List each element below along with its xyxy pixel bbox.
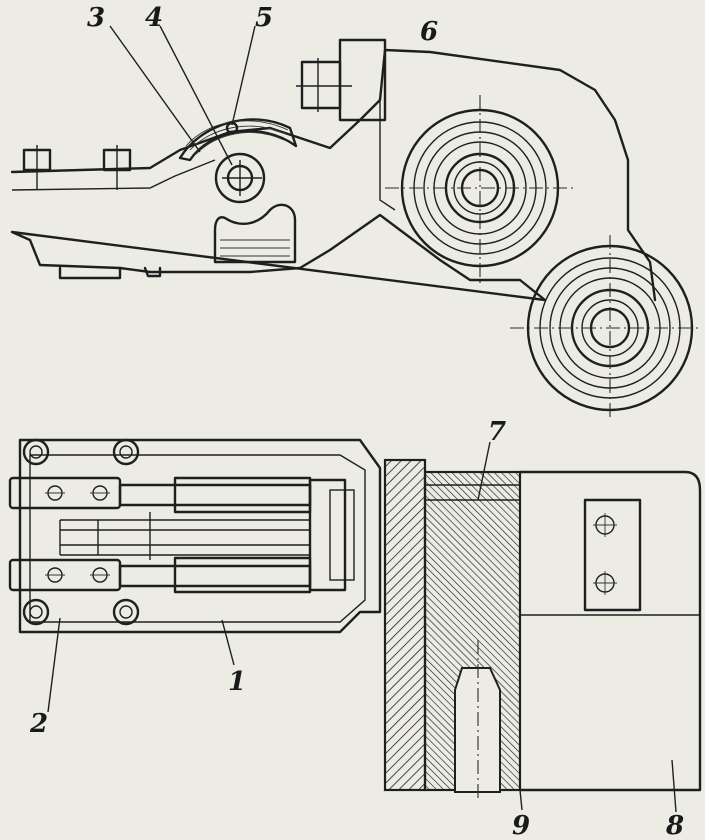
roller-lower	[510, 235, 700, 420]
callout-2	[47, 617, 61, 713]
lever-hub	[214, 152, 266, 204]
callout-3	[109, 25, 201, 153]
cam-block	[213, 203, 297, 264]
mount-plate	[583, 498, 642, 612]
jaw-upper	[8, 476, 312, 514]
mount-screws	[593, 513, 617, 595]
top-bracket-bolt	[296, 38, 396, 211]
cam-shading	[220, 239, 290, 257]
carriage-body	[18, 438, 382, 634]
top-view: 3 4 5 6	[10, 3, 700, 420]
spring-sector	[178, 118, 298, 162]
label-5: 5	[255, 3, 273, 33]
callout-8	[671, 759, 677, 813]
connector-inner	[329, 489, 355, 581]
label-1: 1	[228, 667, 246, 697]
bottom-view: 7 1 2 9 8	[8, 417, 702, 840]
connector-block	[308, 478, 347, 592]
label-4: 4	[145, 3, 163, 33]
housing-outline	[10, 48, 657, 302]
callout-4	[159, 25, 233, 166]
label-8: 8	[665, 811, 684, 840]
bolt-left-1	[22, 145, 52, 190]
roller-upper	[385, 95, 575, 285]
section-wall	[383, 458, 427, 792]
foot-block	[58, 266, 162, 280]
callout-1	[221, 619, 235, 666]
callout-9	[519, 789, 523, 811]
callout-5	[231, 25, 256, 126]
label-3: 3	[87, 3, 105, 33]
bolt-left-2	[102, 145, 132, 190]
section-7-top-lines	[425, 484, 520, 501]
guide-rods	[59, 512, 310, 560]
label-7: 7	[488, 417, 506, 447]
label-9: 9	[512, 811, 530, 840]
corner-bolts	[22, 438, 140, 626]
label-2: 2	[29, 709, 48, 739]
housing-inner-line	[11, 159, 216, 191]
callout-7	[477, 441, 491, 501]
housing-8	[518, 470, 702, 792]
label-6: 6	[420, 17, 438, 47]
jaw-lower	[8, 556, 312, 594]
